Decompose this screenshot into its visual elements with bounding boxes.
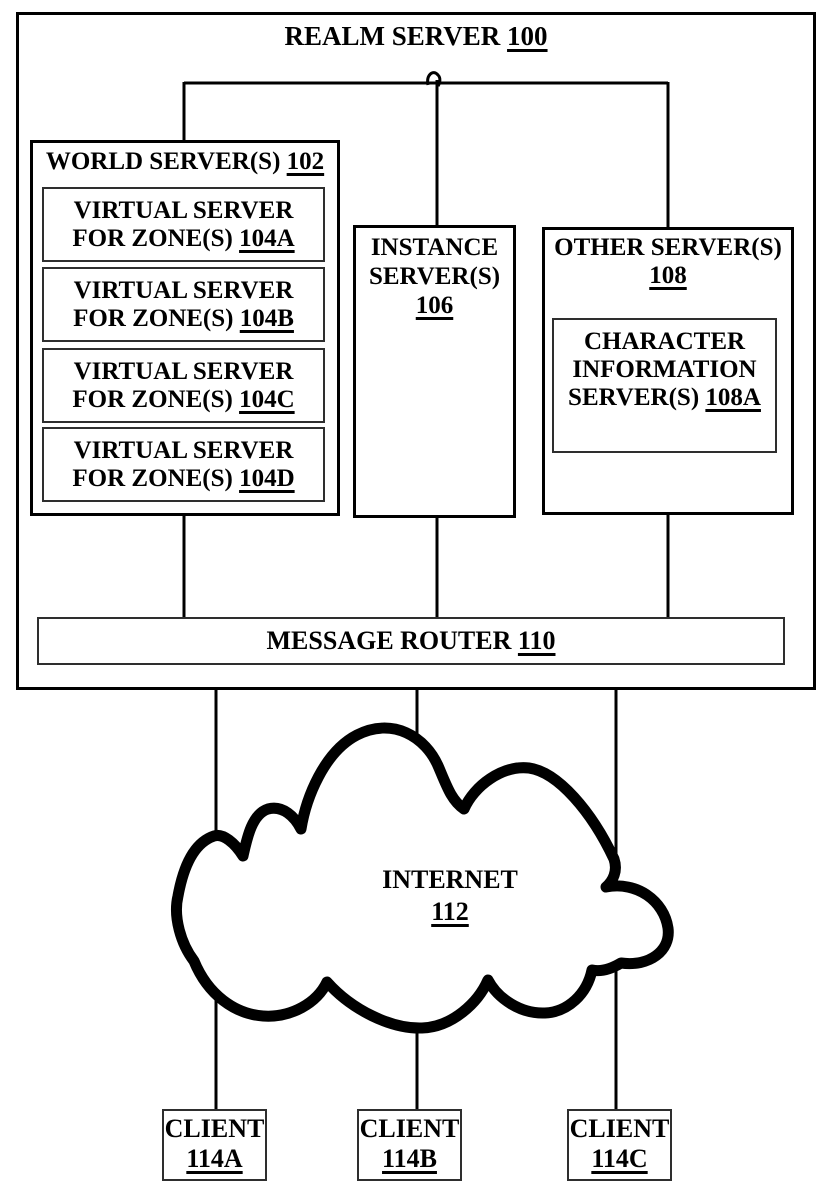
client-label: CLIENT	[359, 1114, 460, 1143]
instance-servers-box: INSTANCE SERVER(S) 106	[353, 225, 516, 518]
other-ref-line: 108	[545, 262, 791, 290]
zone-line2-text: FOR ZONE(S)	[72, 385, 233, 413]
zone-line2: FOR ZONE(S) 104D	[44, 465, 323, 493]
zone-ref: 104A	[239, 224, 295, 252]
zone-ref: 104C	[239, 385, 295, 413]
zone-line2: FOR ZONE(S) 104C	[44, 386, 323, 414]
client-label: CLIENT	[164, 1114, 265, 1143]
client-box-114a: CLIENT 114A	[162, 1109, 267, 1181]
character-info-server-box: CHARACTER INFORMATION SERVER(S) 108A	[552, 318, 777, 453]
message-router-text: MESSAGE ROUTER 110	[267, 626, 556, 656]
zone-line1: VIRTUAL SERVER	[73, 436, 294, 464]
zone-line1: VIRTUAL SERVER	[73, 357, 294, 385]
zone-server-box-104a: VIRTUAL SERVER FOR ZONE(S) 104A	[42, 187, 325, 262]
zone-ref: 104B	[239, 304, 294, 332]
instance-ref: 106	[415, 292, 454, 319]
realm-server-ref: 100	[507, 21, 548, 51]
internet-text: INTERNET	[382, 865, 518, 894]
client-ref: 114A	[186, 1144, 243, 1173]
zone-server-box-104c: VIRTUAL SERVER FOR ZONE(S) 104C	[42, 348, 325, 423]
zone-ref: 104D	[239, 464, 295, 492]
instance-ref-line: 106	[356, 291, 513, 320]
realm-server-label: REALM SERVER	[284, 21, 501, 51]
realm-server-box	[16, 12, 816, 690]
internet-ref-line: 112	[330, 896, 570, 928]
internet-ref: 112	[431, 897, 469, 926]
zone-line1: VIRTUAL SERVER	[73, 276, 294, 304]
character-line3-text: SERVER(S)	[568, 384, 700, 411]
character-line1: CHARACTER	[583, 328, 746, 355]
client-ref-line: 114C	[569, 1144, 670, 1174]
world-servers-ref: 102	[286, 148, 325, 175]
character-line3: SERVER(S) 108A	[554, 384, 775, 412]
zone-line2: FOR ZONE(S) 104B	[44, 305, 323, 333]
internet-label: INTERNET 112	[330, 864, 570, 928]
other-ref: 108	[649, 262, 687, 289]
client-ref: 114B	[382, 1144, 437, 1173]
character-line2: INFORMATION	[572, 356, 757, 383]
client-label: CLIENT	[569, 1114, 670, 1143]
junction-hook	[426, 71, 442, 87]
message-router-box: MESSAGE ROUTER 110	[37, 617, 785, 665]
client-box-114c: CLIENT 114C	[567, 1109, 672, 1181]
client-ref: 114C	[591, 1144, 648, 1173]
instance-line1: INSTANCE	[370, 234, 499, 261]
client-box-114b: CLIENT 114B	[357, 1109, 462, 1181]
zone-line2-text: FOR ZONE(S)	[73, 304, 234, 332]
zone-server-box-104d: VIRTUAL SERVER FOR ZONE(S) 104D	[42, 427, 325, 502]
zone-line1: VIRTUAL SERVER	[73, 196, 294, 224]
message-router-ref: 110	[517, 626, 556, 655]
client-ref-line: 114B	[359, 1144, 460, 1174]
message-router-label: MESSAGE ROUTER	[266, 626, 512, 655]
internet-cloud	[171, 722, 674, 1034]
world-servers-label: WORLD SERVER(S)	[45, 148, 281, 175]
realm-server-title: REALM SERVER 100	[16, 21, 816, 52]
client-ref-line: 114A	[164, 1144, 265, 1174]
instance-line2: SERVER(S)	[368, 263, 501, 290]
zone-line2: FOR ZONE(S) 104A	[44, 225, 323, 253]
other-label: OTHER SERVER(S)	[554, 234, 782, 261]
zone-server-box-104b: VIRTUAL SERVER FOR ZONE(S) 104B	[42, 267, 325, 342]
character-ref: 108A	[705, 384, 761, 411]
zone-line2-text: FOR ZONE(S)	[72, 464, 233, 492]
zone-line2-text: FOR ZONE(S)	[72, 224, 233, 252]
